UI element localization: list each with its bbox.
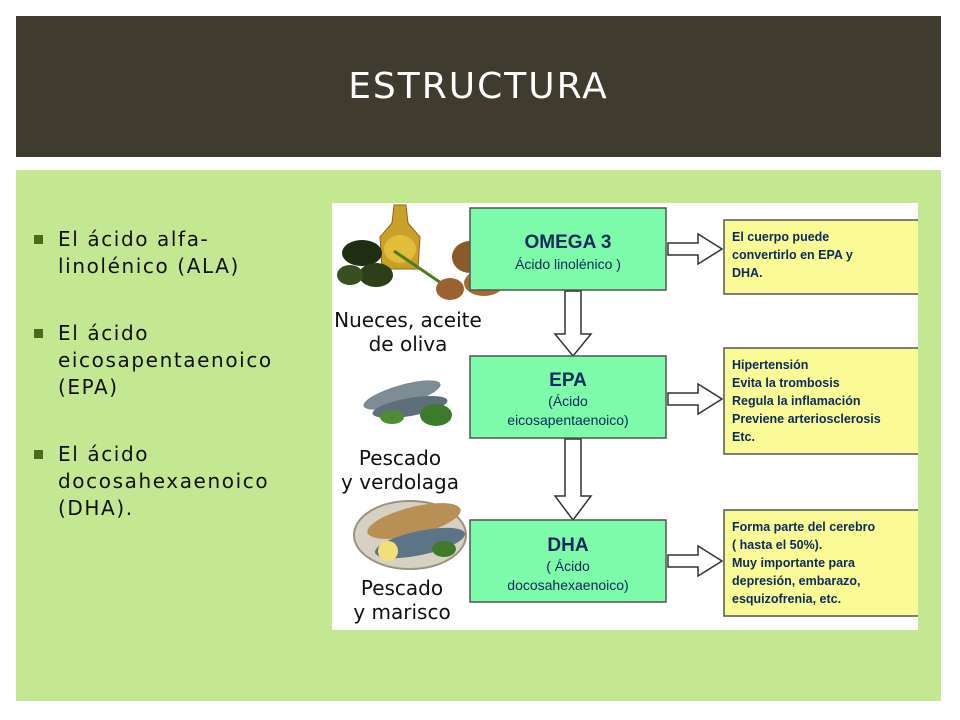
source-label-line: de oliva	[369, 332, 448, 356]
bullet-line: (DHA).	[58, 496, 134, 520]
slide-header: ESTRUCTURA	[16, 16, 941, 157]
down-arrow-icon	[553, 290, 593, 358]
box-title: DHA	[547, 535, 588, 556]
bullet-line: El ácido alfa-	[58, 227, 210, 251]
slide-title: ESTRUCTURA	[348, 66, 609, 107]
bullet-line: El ácido	[58, 442, 150, 466]
note-line: Regula la inflamación	[732, 394, 861, 408]
right-arrow-icon	[667, 544, 724, 578]
epa-note	[723, 347, 918, 455]
slide-content: El ácido alfa- linolénico (ALA) El ácido…	[16, 170, 941, 701]
note-line: esquizofrenia, etc.	[732, 592, 841, 606]
omega3-diagram-svg: Nueces, aceite de oliva Pescado y verdol…	[334, 204, 918, 624]
square-bullet-icon	[34, 450, 43, 459]
source-label-line: y marisco	[353, 600, 450, 624]
bullet-item-ala: El ácido alfa- linolénico (ALA)	[34, 226, 334, 280]
note-line: El cuerpo puede	[732, 230, 829, 244]
box-subtitle: docosahexaenoico)	[507, 577, 628, 593]
note-line: Previene arteriosclerosis	[732, 412, 881, 426]
note-line: Etc.	[732, 430, 755, 444]
bullet-line: El ácido	[58, 321, 150, 345]
box-subtitle: ( Ácido	[546, 558, 590, 574]
note-line: Evita la trombosis	[732, 376, 840, 390]
note-line: depresión, embarazo,	[732, 574, 861, 588]
source-label-line: Pescado	[361, 576, 443, 600]
omega3-diagram: Nueces, aceite de oliva Pescado y verdol…	[332, 203, 918, 630]
omega3-box	[469, 207, 667, 291]
bullet-list: El ácido alfa- linolénico (ALA) El ácido…	[34, 226, 334, 562]
box-title: EPA	[549, 370, 587, 391]
bullet-item-epa: El ácido eicosapentaenoico (EPA)	[34, 320, 334, 401]
fish-purslane-image	[363, 380, 452, 426]
note-line: ( hasta el 50%).	[732, 538, 822, 552]
fish-seafood-image	[353, 500, 467, 570]
box-subtitle: Ácido linolénico )	[515, 256, 621, 272]
bullet-line: linolénico (ALA)	[58, 254, 240, 278]
source-label-line: y verdolaga	[341, 470, 459, 494]
bullet-item-dha: El ácido docosahexaenoico (DHA).	[34, 441, 334, 522]
square-bullet-icon	[34, 329, 43, 338]
dha-box	[469, 519, 667, 603]
note-line: Hipertensión	[732, 358, 808, 372]
box-subtitle: eicosapentaenoico)	[507, 412, 628, 428]
note-line: DHA.	[732, 266, 763, 280]
bullet-line: (EPA)	[58, 375, 119, 399]
box-subtitle: (Ácido	[548, 393, 588, 409]
bullet-line: docosahexaenoico	[58, 469, 270, 493]
dha-note	[723, 509, 918, 617]
note-line: Forma parte del cerebro	[732, 520, 875, 534]
box-title: OMEGA 3	[525, 232, 612, 253]
source-label-line: Pescado	[359, 446, 441, 470]
bullet-line: eicosapentaenoico	[58, 348, 273, 372]
right-arrow-icon	[667, 232, 724, 266]
right-arrow-icon	[667, 382, 724, 416]
epa-box	[469, 355, 667, 439]
down-arrow-icon	[553, 438, 593, 522]
square-bullet-icon	[34, 235, 43, 244]
source-label-line: Nueces, aceite	[334, 308, 482, 332]
note-line: Muy importante para	[732, 556, 856, 570]
omega3-note	[723, 219, 918, 295]
note-line: convertirlo en EPA y	[732, 248, 853, 262]
